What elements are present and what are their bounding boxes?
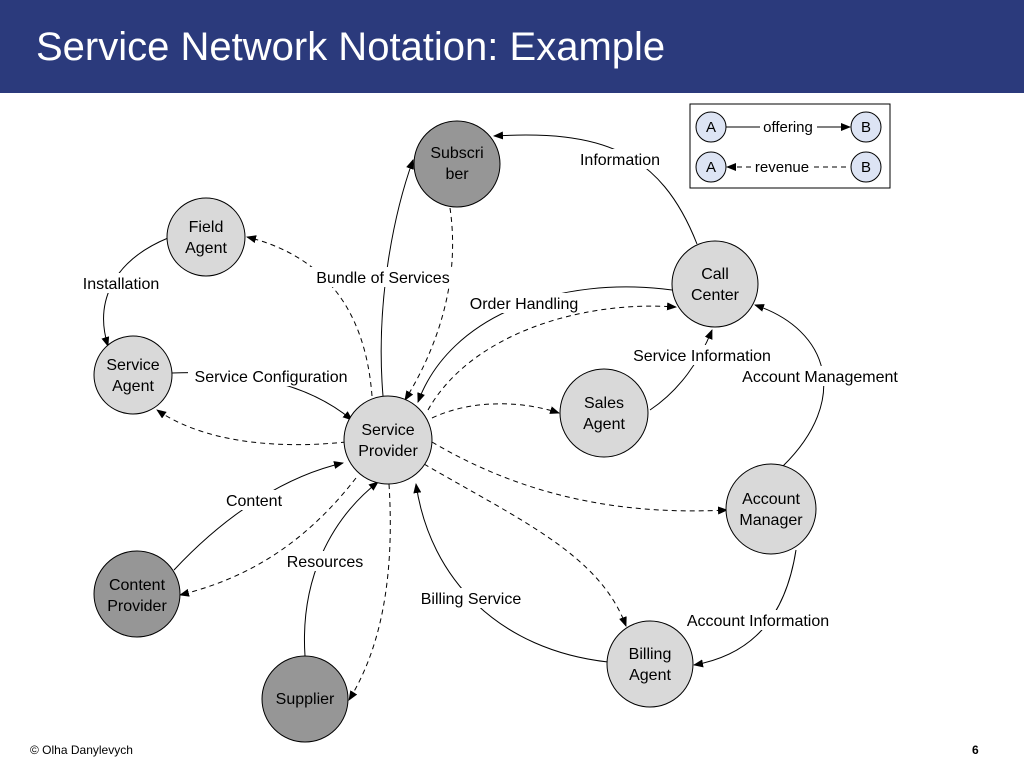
node-billing-agent-line2: Agent bbox=[629, 667, 671, 684]
node-service-provider: Service Provider bbox=[343, 395, 433, 485]
node-supplier: Supplier bbox=[261, 655, 349, 743]
legend-revenue-to: B bbox=[861, 159, 871, 176]
legend-offering-label: offering bbox=[763, 119, 813, 136]
node-billing-agent: Billing Agent bbox=[606, 620, 694, 708]
node-account-manager-line2: Manager bbox=[739, 512, 803, 529]
edge-billing-service bbox=[413, 483, 609, 663]
edge-labels: Information Installation Bundle of Servi… bbox=[78, 149, 905, 630]
node-subscriber: Subscri ber bbox=[413, 120, 501, 208]
label-information: Information bbox=[580, 152, 660, 169]
edge-provider-to-sales-agent bbox=[431, 403, 560, 419]
label-order-handling: Order Handling bbox=[470, 296, 579, 313]
nodes: Subscri ber Field Agent Service Agent Ca… bbox=[93, 120, 817, 743]
node-supplier-line1: Supplier bbox=[276, 691, 335, 708]
edge-provider-to-call-center bbox=[427, 302, 677, 411]
label-resources: Resources bbox=[287, 554, 363, 571]
node-subscriber-line2: ber bbox=[445, 166, 469, 183]
title-bar: Service Network Notation: Example bbox=[0, 0, 1024, 93]
node-field-agent-line1: Field bbox=[189, 219, 224, 236]
node-content-provider-line2: Provider bbox=[107, 598, 167, 615]
node-sales-agent-line2: Agent bbox=[583, 416, 625, 433]
node-billing-agent-line1: Billing bbox=[629, 646, 672, 663]
label-content: Content bbox=[226, 493, 283, 510]
node-field-agent-line2: Agent bbox=[185, 240, 227, 257]
footer-copyright: © Olha Danylevych bbox=[30, 743, 133, 757]
legend: A B A B offering revenue bbox=[689, 103, 891, 189]
edge-subscriber-to-provider bbox=[404, 207, 454, 401]
node-sales-agent-line1: Sales bbox=[584, 395, 624, 412]
node-account-manager-line1: Account bbox=[742, 491, 800, 508]
node-content-provider-line1: Content bbox=[109, 577, 166, 594]
label-account-management: Account Management bbox=[742, 369, 898, 386]
node-service-provider-line1: Service bbox=[361, 422, 414, 439]
node-field-agent: Field Agent bbox=[166, 197, 246, 277]
legend-revenue-from: A bbox=[706, 159, 716, 176]
edge-provider-to-billing-agent bbox=[423, 463, 627, 627]
edge-account-information bbox=[693, 549, 797, 668]
footer-page-number: 6 bbox=[972, 743, 979, 757]
label-bundle-of-services: Bundle of Services bbox=[316, 270, 449, 287]
node-call-center: Call Center bbox=[671, 240, 759, 328]
legend-offering-from: A bbox=[706, 119, 716, 136]
edge-provider-to-service-agent bbox=[156, 409, 347, 446]
node-subscriber-line1: Subscri bbox=[430, 145, 483, 162]
label-service-configuration: Service Configuration bbox=[195, 369, 348, 386]
legend-revenue-label: revenue bbox=[755, 159, 809, 176]
legend-offering-to: B bbox=[861, 119, 871, 136]
node-service-agent-line2: Agent bbox=[112, 378, 154, 395]
label-account-information: Account Information bbox=[687, 613, 829, 630]
node-call-center-line2: Center bbox=[691, 287, 740, 304]
label-installation: Installation bbox=[83, 276, 160, 293]
label-service-information: Service Information bbox=[633, 348, 771, 365]
node-account-manager: Account Manager bbox=[725, 463, 817, 555]
edge-bundle-of-services bbox=[380, 159, 414, 397]
edge-service-information bbox=[649, 329, 713, 411]
label-billing-service: Billing Service bbox=[421, 591, 522, 608]
node-call-center-line1: Call bbox=[701, 266, 729, 283]
page-title: Service Network Notation: Example bbox=[36, 25, 666, 69]
edge-provider-to-account-manager bbox=[431, 441, 728, 515]
node-service-provider-line2: Provider bbox=[358, 443, 418, 460]
edge-provider-to-content-provider bbox=[179, 477, 357, 597]
node-service-agent-line1: Service bbox=[106, 357, 159, 374]
node-service-agent: Service Agent bbox=[93, 335, 173, 415]
node-content-provider: Content Provider bbox=[93, 550, 181, 638]
edge-provider-to-supplier bbox=[348, 483, 391, 701]
node-sales-agent: Sales Agent bbox=[559, 368, 649, 458]
edge-provider-to-field-agent bbox=[246, 235, 373, 397]
